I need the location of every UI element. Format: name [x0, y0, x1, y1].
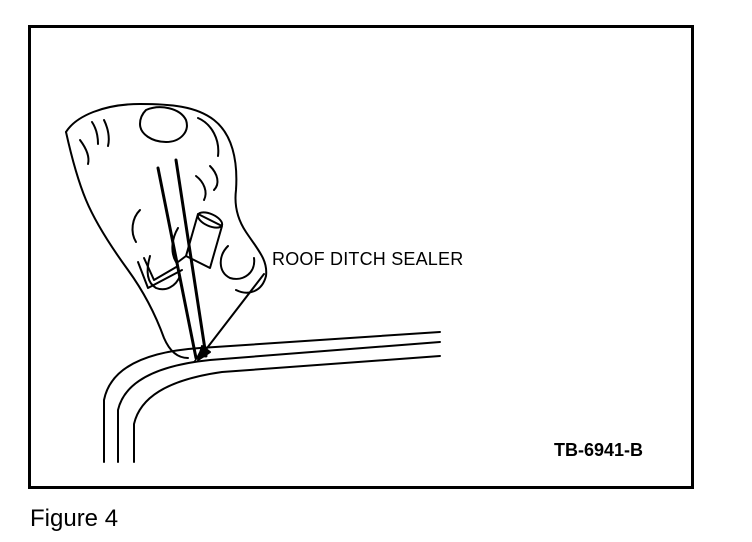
callout-label: ROOF DITCH SEALER: [272, 249, 464, 269]
leader-arrow-icon: [197, 273, 265, 361]
figure-code: TB-6941-B: [554, 440, 644, 460]
sealer-nozzle: [137, 158, 224, 360]
hand-outline: [65, 103, 268, 359]
figure-caption: Figure 4: [30, 505, 119, 532]
roof-ditch-channel: [103, 331, 441, 463]
